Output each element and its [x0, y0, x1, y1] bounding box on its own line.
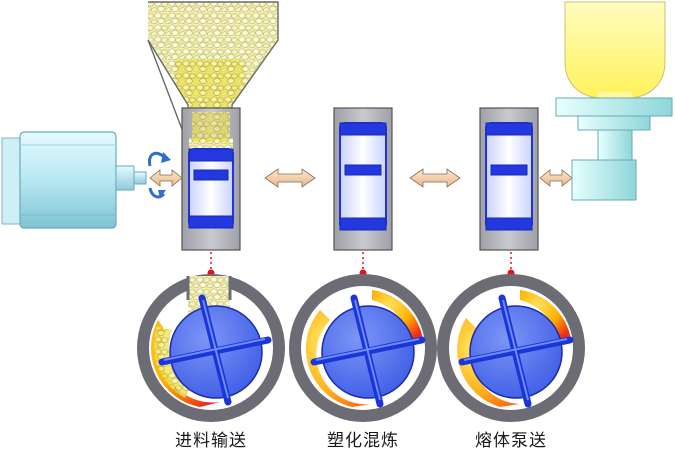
stage-label-feeding: 进料输送 [175, 431, 247, 451]
stage-label-melt-pumping: 熔体泵送 [475, 431, 547, 451]
nozzle-icon [555, 1, 673, 201]
link-melt-pumping [507, 252, 515, 277]
link-plasticizing [359, 252, 367, 277]
double-arrow-icon [539, 169, 573, 187]
double-arrow-icon [264, 168, 316, 188]
housing-melt-pumping [479, 107, 539, 251]
double-arrow-icon [149, 169, 183, 187]
housing-feeding [181, 107, 241, 251]
motor-icon [1, 131, 147, 229]
cross-section-plasticizing [289, 274, 437, 422]
cross-section-feeding [137, 274, 285, 422]
cross-section-melt-pumping [437, 274, 585, 422]
double-arrow-icon [409, 168, 461, 188]
rotate-arrow-icon [148, 151, 171, 199]
stage-label-plasticizing: 塑化混炼 [327, 431, 399, 451]
housing-plasticizing [333, 107, 393, 251]
link-feeding [207, 252, 215, 277]
